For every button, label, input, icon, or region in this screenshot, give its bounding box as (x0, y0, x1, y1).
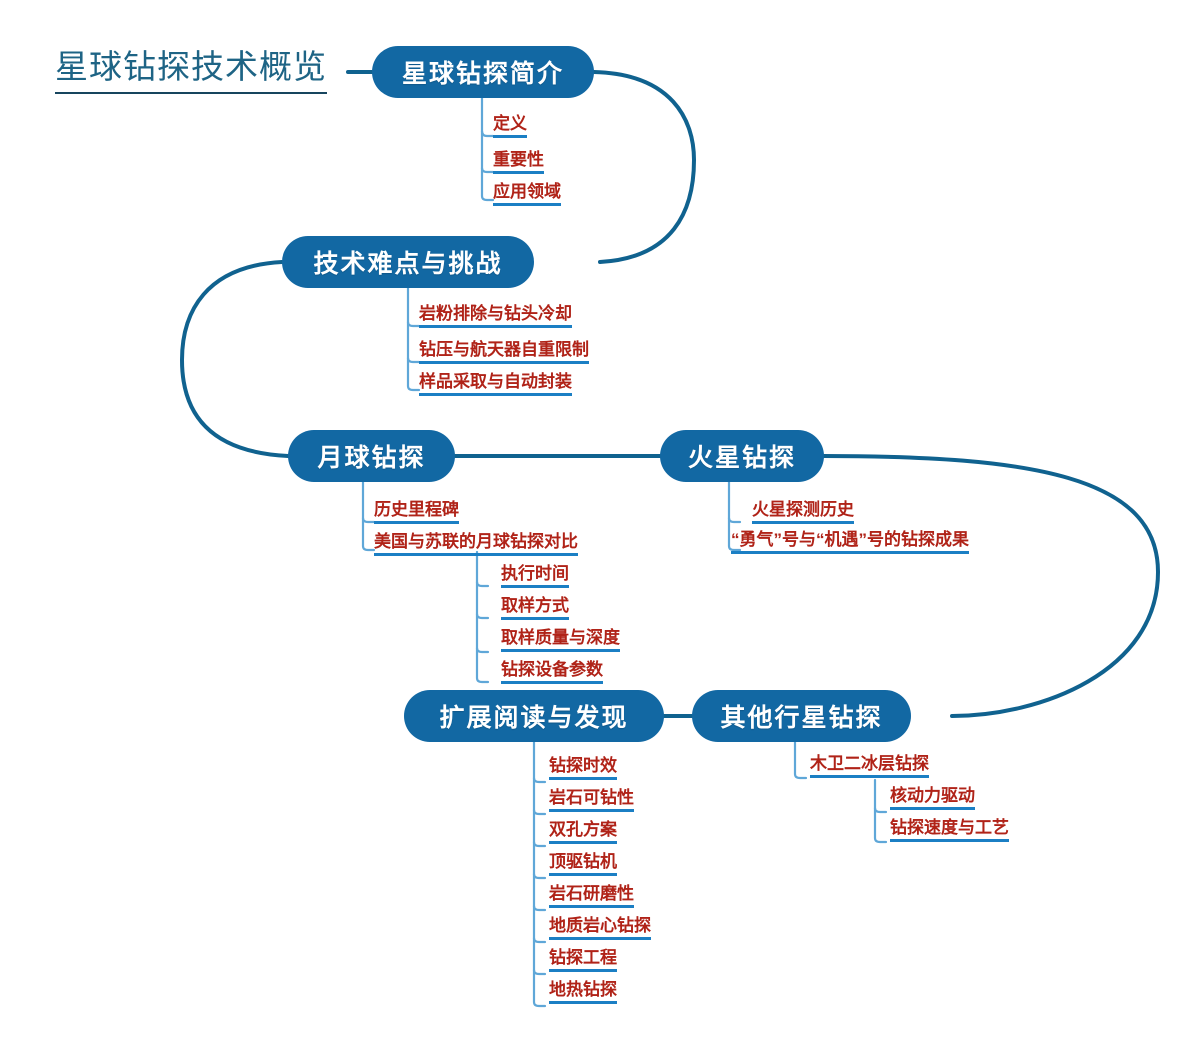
spine-extended (532, 740, 547, 1008)
leaf-label: 地质岩心钻探 (549, 917, 651, 940)
elbow-moon-cmp-3 (475, 646, 490, 654)
spine-otherplanets (793, 740, 808, 780)
leaf-label: 钻探速度与工艺 (890, 819, 1009, 842)
elbow-extended-2 (532, 808, 547, 816)
leaf-extended-3[interactable]: 顶驱钻机 (549, 853, 617, 876)
node-moon[interactable]: 月球钻探 (288, 430, 455, 482)
leaf-intro-0[interactable]: 定义 (493, 115, 527, 138)
leaf-label: 木卫二冰层钻探 (810, 755, 929, 778)
leaf-label: 钻压与航天器自重限制 (419, 341, 589, 364)
spine-europa (873, 778, 888, 844)
link-mars-to-otherplanets (822, 454, 1161, 718)
leaf-intro-1[interactable]: 重要性 (493, 151, 544, 174)
leaf-mars-0[interactable]: 火星探测历史 (752, 501, 854, 524)
root-title: 星球钻探技术概览 (55, 52, 327, 94)
leaf-mars-1[interactable]: “勇气”号与“机遇”号的钻探成果 (731, 531, 969, 554)
elbow-extended-4 (532, 872, 547, 880)
leaf-label: 取样质量与深度 (501, 629, 620, 652)
leaf-moon-comparison-0[interactable]: 执行时间 (501, 565, 569, 588)
leaf-extended-5[interactable]: 地质岩心钻探 (549, 917, 651, 940)
node-mars[interactable]: 火星钻探 (660, 430, 824, 482)
leaf-label: 岩石可钻性 (549, 789, 634, 812)
elbow-moon-cmp-1 (475, 580, 490, 588)
elbow-mars-1 (727, 516, 742, 524)
leaf-challenges-1[interactable]: 钻压与航天器自重限制 (419, 341, 589, 364)
leaf-challenges-2[interactable]: 样品采取与自动封装 (419, 373, 572, 396)
spine-challenges (406, 286, 421, 392)
elbow-challenges-1 (406, 320, 421, 328)
leaf-label: 定义 (493, 115, 527, 138)
node-other-planets[interactable]: 其他行星钻探 (692, 690, 911, 742)
leaf-label: 钻探工程 (549, 949, 617, 972)
leaf-label: 火星探测历史 (752, 501, 854, 524)
elbow-europa-1 (873, 806, 888, 814)
elbow-challenges-2 (406, 356, 421, 364)
leaf-europa-1[interactable]: 钻探速度与工艺 (890, 819, 1009, 842)
leaf-intro-2[interactable]: 应用领域 (493, 183, 561, 206)
node-challenges[interactable]: 技术难点与挑战 (282, 236, 534, 288)
leaf-moon-comparison-3[interactable]: 钻探设备参数 (501, 661, 603, 684)
leaf-extended-4[interactable]: 岩石研磨性 (549, 885, 634, 908)
leaf-label: 历史里程碑 (374, 501, 459, 524)
leaf-extended-2[interactable]: 双孔方案 (549, 821, 617, 844)
elbow-moon-cmp-2 (475, 612, 490, 620)
elbow-intro-1 (480, 129, 495, 138)
leaf-extended-7[interactable]: 地热钻探 (549, 981, 617, 1004)
leaf-label: 重要性 (493, 151, 544, 174)
leaf-label: 取样方式 (501, 597, 569, 620)
elbow-intro-2 (480, 166, 495, 174)
leaf-label: 岩粉排除与钻头冷却 (419, 305, 572, 328)
spine-moon (361, 480, 376, 552)
leaf-extended-6[interactable]: 钻探工程 (549, 949, 617, 972)
leaf-moon-1[interactable]: 美国与苏联的月球钻探对比 (374, 533, 578, 556)
spine-intro (480, 95, 495, 202)
leaf-label: 钻探设备参数 (501, 661, 603, 684)
leaf-moon-comparison-1[interactable]: 取样方式 (501, 597, 569, 620)
elbow-extended-1 (532, 776, 547, 784)
leaf-label: 地热钻探 (549, 981, 617, 1004)
elbow-extended-7 (532, 968, 547, 976)
leaf-extended-1[interactable]: 岩石可钻性 (549, 789, 634, 812)
leaf-label: 岩石研磨性 (549, 885, 634, 908)
node-intro[interactable]: 星球钻探简介 (372, 46, 594, 98)
leaf-label: 样品采取与自动封装 (419, 373, 572, 396)
leaf-europa-0[interactable]: 核动力驱动 (890, 787, 975, 810)
leaf-challenges-0[interactable]: 岩粉排除与钻头冷却 (419, 305, 572, 328)
leaf-label: “勇气”号与“机遇”号的钻探成果 (731, 531, 969, 554)
leaf-label: 顶驱钻机 (549, 853, 617, 876)
link-challenges-to-moon (179, 260, 290, 458)
elbow-extended-6 (532, 936, 547, 944)
leaf-label: 核动力驱动 (890, 787, 975, 810)
link-intro-to-challenges (592, 70, 697, 264)
elbow-extended-3 (532, 840, 547, 848)
node-extended[interactable]: 扩展阅读与发现 (404, 690, 664, 742)
leaf-extended-0[interactable]: 钻探时效 (549, 757, 617, 780)
leaf-label: 钻探时效 (549, 757, 617, 780)
leaf-label: 双孔方案 (549, 821, 617, 844)
elbow-extended-5 (532, 904, 547, 912)
leaf-label: 应用领域 (493, 183, 561, 206)
leaf-other-planets-0[interactable]: 木卫二冰层钻探 (810, 755, 929, 778)
leaf-label: 执行时间 (501, 565, 569, 588)
elbow-moon-1 (361, 516, 376, 524)
spine-moon-comparison (475, 550, 490, 684)
leaf-moon-comparison-2[interactable]: 取样质量与深度 (501, 629, 620, 652)
leaf-moon-0[interactable]: 历史里程碑 (374, 501, 459, 524)
leaf-label: 美国与苏联的月球钻探对比 (374, 533, 578, 556)
